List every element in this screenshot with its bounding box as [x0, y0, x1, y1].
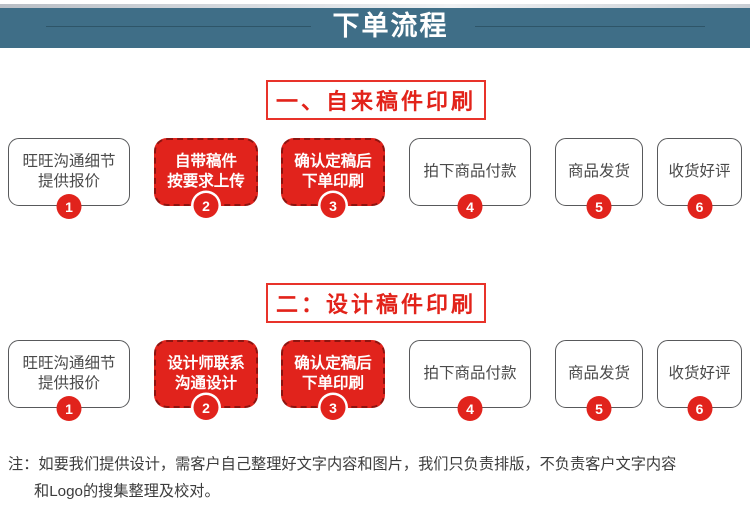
footer-note: 注：如要我们提供设计，需客户自己整理好文字内容和图片，我们只负责排版，不负责客户…	[8, 452, 746, 505]
flow-step-5[interactable]: 商品发货 5	[555, 138, 643, 219]
flow-step-label: 拍下商品付款	[423, 163, 517, 181]
flow-step-label: 旺旺沟通细节 提供报价	[22, 355, 116, 392]
flow-step-label: 自带稿件 按要求上传	[167, 153, 245, 190]
flow-step-number-badge: 4	[457, 396, 483, 421]
flow-step-1[interactable]: 旺旺沟通细节 提供报价 1	[8, 138, 130, 219]
flow-step-label: 设计师联系 沟通设计	[167, 355, 245, 392]
flow-step-4[interactable]: 拍下商品付款 4	[409, 340, 531, 421]
page-header-banner: 下单流程	[0, 4, 750, 48]
flow-step-number-badge: 3	[320, 395, 346, 420]
flow-step-label: 收货好评	[668, 163, 731, 181]
flow-step-5[interactable]: 商品发货 5	[555, 340, 643, 421]
header-rule-left	[45, 25, 311, 27]
flow-step-number-badge: 1	[56, 396, 82, 421]
flow-step-number-badge: 6	[687, 194, 712, 219]
flow-step-1[interactable]: 旺旺沟通细节 提供报价 1	[8, 340, 130, 421]
flow-step-label: 拍下商品付款	[423, 365, 517, 383]
flow-step-2[interactable]: 自带稿件 按要求上传 2	[154, 138, 258, 218]
flow-step-number-badge: 3	[320, 193, 346, 218]
flow-step-6[interactable]: 收货好评 6	[657, 340, 742, 421]
flow-step-label: 商品发货	[567, 365, 630, 383]
flow-step-label: 收货好评	[668, 365, 731, 383]
flow-row-2: 旺旺沟通细节 提供报价 1 设计师联系 沟通设计 2 确认定稿后 下单印刷 3 拍下商品付款…	[0, 338, 750, 428]
flow-step-number-badge: 5	[586, 396, 612, 421]
flow-step-3[interactable]: 确认定稿后 下单印刷 3	[281, 138, 385, 218]
page-title: 下单流程	[332, 10, 449, 41]
footer-note-line-2: 和Logo的搜集整理及校对。	[34, 482, 220, 500]
flow-step-3[interactable]: 确认定稿后 下单印刷 3	[281, 340, 385, 420]
header-rule-right	[474, 25, 705, 27]
footer-note-line-1: 注：如要我们提供设计，需客户自己整理好文字内容和图片，我们只负责排版，不负责客户…	[8, 456, 677, 473]
flow-step-number-badge: 4	[457, 194, 483, 219]
section-heading-1: 一、自来稿件印刷	[266, 80, 486, 120]
flow-step-label: 旺旺沟通细节 提供报价	[22, 153, 116, 190]
flow-step-label: 确认定稿后 下单印刷	[294, 153, 372, 190]
header-top-strip	[0, 4, 750, 8]
flow-step-number-badge: 6	[687, 396, 712, 421]
flow-row-1: 旺旺沟通细节 提供报价 1 自带稿件 按要求上传 2 确认定稿后 下单印刷 3 拍下商品付款…	[0, 136, 750, 226]
flow-step-4[interactable]: 拍下商品付款 4	[409, 138, 531, 219]
flow-step-number-badge: 5	[586, 194, 612, 219]
flow-step-label: 确认定稿后 下单印刷	[294, 355, 372, 392]
section-heading-2: 二：设计稿件印刷	[266, 283, 486, 323]
flow-step-number-badge: 2	[193, 193, 219, 218]
flow-step-number-badge: 2	[193, 395, 219, 420]
flow-step-6[interactable]: 收货好评 6	[657, 138, 742, 219]
flow-step-number-badge: 1	[56, 194, 82, 219]
flow-step-label: 商品发货	[567, 163, 630, 181]
flow-step-2[interactable]: 设计师联系 沟通设计 2	[154, 340, 258, 420]
